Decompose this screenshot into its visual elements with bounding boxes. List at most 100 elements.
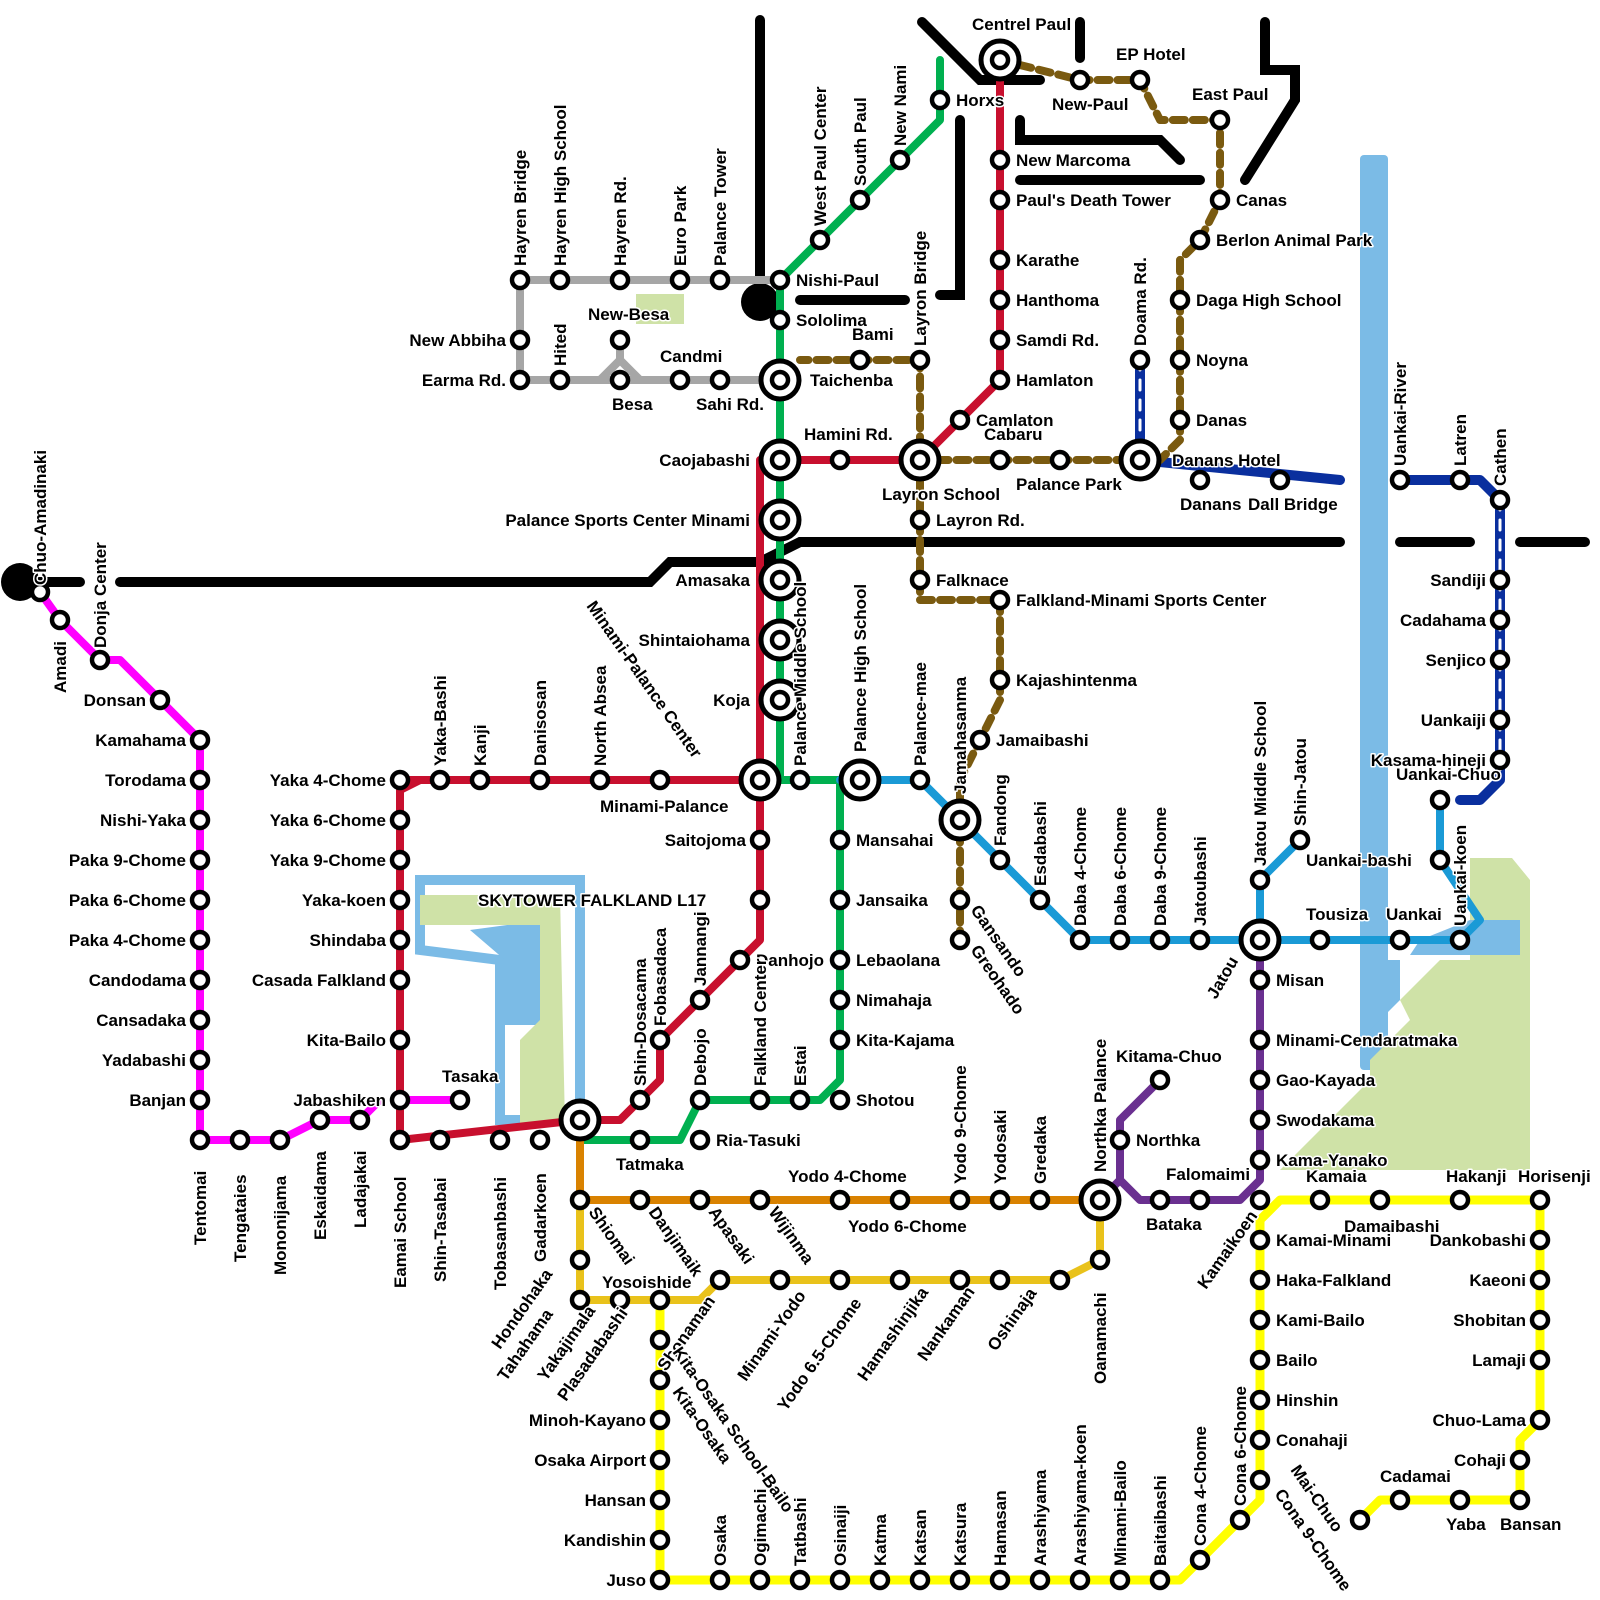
- station-shin-tasabai[interactable]: [429, 1129, 451, 1151]
- station-berlon-animal-park[interactable]: [1189, 229, 1211, 251]
- station-hondohaka[interactable]: [569, 1249, 591, 1271]
- station-danas[interactable]: [1169, 409, 1191, 431]
- station-besa[interactable]: [609, 369, 631, 391]
- station-hited[interactable]: [549, 369, 571, 391]
- station-hansan[interactable]: [649, 1489, 671, 1511]
- station-shotou[interactable]: [829, 1089, 851, 1111]
- station-daba-9-chome[interactable]: [1149, 929, 1171, 951]
- station-hayren-high-school[interactable]: [549, 269, 571, 291]
- station-horxs[interactable]: [929, 89, 951, 111]
- station-cansadaka[interactable]: [189, 1009, 211, 1031]
- station-baitaibashi[interactable]: [1149, 1569, 1171, 1591]
- station-dall-bridge[interactable]: [1269, 469, 1291, 491]
- station-tatmaka[interactable]: [629, 1129, 651, 1151]
- station-katma[interactable]: [869, 1569, 891, 1591]
- station-yodo-6-chome[interactable]: [889, 1189, 911, 1211]
- station-horisenji[interactable]: [1529, 1189, 1551, 1211]
- station-tobasanbashi[interactable]: [489, 1129, 511, 1151]
- station-paka-4-chome[interactable]: [189, 929, 211, 951]
- station-yaba[interactable]: [1449, 1489, 1471, 1511]
- station-damaibashi[interactable]: [1369, 1189, 1391, 1211]
- station-arashiyama[interactable]: [1029, 1569, 1051, 1591]
- station-falknace[interactable]: [909, 569, 931, 591]
- station-danans[interactable]: [1189, 469, 1211, 491]
- station-cabaru[interactable]: [989, 449, 1011, 471]
- station-euro-park[interactable]: [669, 269, 691, 291]
- station-juso[interactable]: [649, 1569, 671, 1591]
- station-cathen[interactable]: [1489, 489, 1511, 511]
- station-tasaka[interactable]: [449, 1089, 471, 1111]
- interchange-caojabashi[interactable]: [758, 438, 802, 482]
- station-ogimachi[interactable]: [749, 1569, 771, 1591]
- station-swodakama[interactable]: [1249, 1109, 1271, 1131]
- station-sololima[interactable]: [769, 309, 791, 331]
- station-shindaba[interactable]: [389, 929, 411, 951]
- interchange-koja[interactable]: [758, 678, 802, 722]
- station-palance-middle-school[interactable]: [789, 769, 811, 791]
- station-kitama-chuo[interactable]: [1149, 1069, 1171, 1091]
- station-katsura[interactable]: [949, 1569, 971, 1591]
- station-cona-9-chome[interactable]: [1249, 1469, 1271, 1491]
- station-yakajimala[interactable]: [609, 1289, 631, 1311]
- station-plasadabashi[interactable]: [649, 1329, 671, 1351]
- station-yaka-bashi[interactable]: [429, 769, 451, 791]
- station-oshinaja[interactable]: [989, 1269, 1011, 1291]
- station-new-besa[interactable]: [609, 329, 631, 351]
- station-banjan[interactable]: [189, 1089, 211, 1111]
- station-cadahama[interactable]: [1489, 609, 1511, 631]
- station-debojo[interactable]: [689, 1089, 711, 1111]
- station-hamlaton[interactable]: [989, 369, 1011, 391]
- station-minami-palance[interactable]: [649, 769, 671, 791]
- station-lebaolana[interactable]: [829, 949, 851, 971]
- station-nishi-paul[interactable]: [769, 269, 791, 291]
- interchange-palance-sports-center-minami[interactable]: [758, 498, 802, 542]
- station-mai-chuo[interactable]: [1349, 1509, 1371, 1531]
- interchange-layron-school[interactable]: [898, 438, 942, 482]
- station-cona-6-chome[interactable]: [1229, 1509, 1251, 1531]
- station-kama-yanako[interactable]: [1249, 1149, 1271, 1171]
- station-new-nami[interactable]: [889, 149, 911, 171]
- station-south-paul[interactable]: [849, 189, 871, 211]
- station-danjimaik[interactable]: [629, 1189, 651, 1211]
- station-hayren-bridge[interactable]: [509, 269, 531, 291]
- station-saitojoma[interactable]: [749, 829, 771, 851]
- station-bami[interactable]: [849, 349, 871, 371]
- station-kamaikoen[interactable]: [1249, 1189, 1271, 1211]
- station-oanamachi[interactable]: [1089, 1249, 1111, 1271]
- station-estai[interactable]: [789, 1089, 811, 1111]
- station-hamini-rd[interactable]: [829, 449, 851, 471]
- station-arashiyama-koen[interactable]: [1069, 1569, 1091, 1591]
- station-jannangi[interactable]: [689, 989, 711, 1011]
- interchange-jamahasanma[interactable]: [938, 798, 982, 842]
- station-layron-bridge[interactable]: [909, 349, 931, 371]
- station-cohaji[interactable]: [1509, 1449, 1531, 1471]
- station-kasama-hineji[interactable]: [1489, 749, 1511, 771]
- station-yosoishide[interactable]: [649, 1289, 671, 1311]
- station-cona-4-chome[interactable]: [1189, 1549, 1211, 1571]
- station-chuo-lama[interactable]: [1529, 1409, 1551, 1431]
- station-hinshin[interactable]: [1249, 1389, 1271, 1411]
- station-karathe[interactable]: [989, 249, 1011, 271]
- station-shin-jatou[interactable]: [1289, 829, 1311, 851]
- station-ep-hotel[interactable]: [1129, 69, 1151, 91]
- station-yaka-6-chome[interactable]: [389, 809, 411, 831]
- station-palance-tower[interactable]: [709, 269, 731, 291]
- station-yodo-9-chome[interactable]: [949, 1189, 971, 1211]
- station-ria-tasuki[interactable]: [689, 1129, 711, 1151]
- station-hamashinjika[interactable]: [889, 1269, 911, 1291]
- interchange-centrel-paul[interactable]: [978, 38, 1022, 82]
- station-east-paul[interactable]: [1209, 109, 1231, 131]
- station-kamai-minami[interactable]: [1249, 1229, 1271, 1251]
- station-paka-6-chome[interactable]: [189, 889, 211, 911]
- station-gansando[interactable]: [949, 889, 971, 911]
- station-falomaimi[interactable]: [1189, 1189, 1211, 1211]
- station-yodo-6-5-chome[interactable]: [829, 1269, 851, 1291]
- station-misan[interactable]: [1249, 969, 1271, 991]
- station-chuo-amadinaki[interactable]: [29, 581, 51, 603]
- station-minami-yodo[interactable]: [769, 1269, 791, 1291]
- interchange-amasaka[interactable]: [758, 558, 802, 602]
- station-shonaman[interactable]: [709, 1269, 731, 1291]
- station-latren[interactable]: [1449, 469, 1471, 491]
- station-kita-bailo[interactable]: [389, 1029, 411, 1051]
- station-palance-park[interactable]: [1049, 449, 1071, 471]
